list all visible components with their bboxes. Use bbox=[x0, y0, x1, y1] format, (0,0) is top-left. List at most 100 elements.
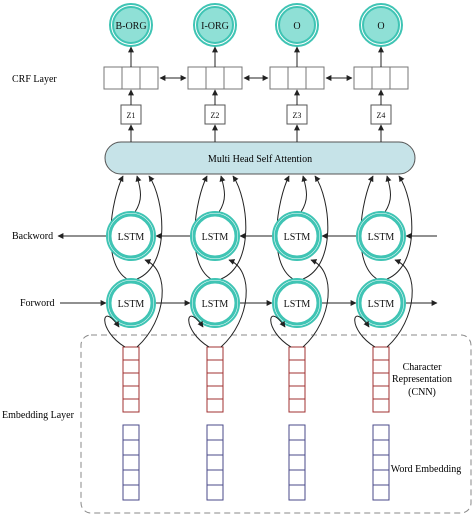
embedding-to-backward-lstm-arrow bbox=[386, 259, 413, 348]
embedding-to-forward-lstm-arrow bbox=[104, 315, 126, 348]
attention-layer bbox=[104, 141, 416, 175]
forward-lstm-4 bbox=[358, 280, 404, 326]
forward-lstm-up-arrow bbox=[386, 175, 413, 280]
tag-circle-4 bbox=[362, 6, 400, 44]
char-embedding-cell bbox=[372, 398, 390, 413]
backward-lstm-to-attention-arrow bbox=[300, 175, 308, 213]
word-embedding-cell bbox=[206, 469, 224, 486]
word-embedding-cell bbox=[288, 454, 306, 471]
tag-label-3: O bbox=[293, 21, 300, 32]
char-embedding-cell bbox=[372, 385, 390, 400]
word-embedding-cell bbox=[122, 484, 140, 501]
word-embedding-cell bbox=[206, 484, 224, 501]
tag-circle-1 bbox=[112, 6, 150, 44]
char-embedding-cell bbox=[122, 385, 140, 400]
backward-lstm-label-3: LSTM bbox=[284, 232, 311, 243]
backward-lstm-1 bbox=[108, 213, 154, 259]
word-embedding-cell bbox=[372, 469, 390, 486]
forward-lstm-1 bbox=[108, 280, 154, 326]
backward-lstm-to-attention-arrow bbox=[134, 175, 142, 213]
char-embedding-cell bbox=[122, 372, 140, 387]
attention-label: Multi Head Self Attention bbox=[208, 154, 312, 165]
word-embedding-cell bbox=[288, 439, 306, 456]
word-embedding-cell bbox=[372, 439, 390, 456]
crf-box-4 bbox=[353, 66, 409, 90]
crf-box-3 bbox=[269, 66, 325, 90]
forward-lstm-label-3: LSTM bbox=[284, 299, 311, 310]
char-embedding-cell bbox=[122, 359, 140, 374]
char-embedding-cell bbox=[288, 385, 306, 400]
char-embedding-cell bbox=[288, 398, 306, 413]
backward-lstm-label-1: LSTM bbox=[118, 232, 145, 243]
word-embedding-cell bbox=[122, 469, 140, 486]
char-embedding-cell bbox=[288, 359, 306, 374]
forward-lstm-up-arrow bbox=[136, 175, 163, 280]
backward-lstm-3 bbox=[274, 213, 320, 259]
forward-lstm-label-4: LSTM bbox=[368, 299, 395, 310]
word-embedding-cell bbox=[288, 469, 306, 486]
character-representation-label-line3: (CNN) bbox=[408, 387, 436, 398]
char-embedding-cell bbox=[372, 372, 390, 387]
word-embedding-cell bbox=[206, 439, 224, 456]
backword-label: Backword bbox=[12, 231, 53, 242]
z-label-4: Z4 bbox=[377, 111, 386, 120]
word-embedding-label: Word Embedding bbox=[391, 464, 462, 475]
char-embedding-cell bbox=[122, 398, 140, 413]
char-embedding-cell bbox=[288, 372, 306, 387]
forward-lstm-up-arrow bbox=[220, 175, 247, 280]
word-embedding-cell bbox=[288, 424, 306, 441]
tag-label-1: B-ORG bbox=[115, 21, 146, 32]
word-embedding-cell bbox=[122, 424, 140, 441]
word-embedding-cell bbox=[122, 439, 140, 456]
forward-lstm-label-1: LSTM bbox=[118, 299, 145, 310]
char-embedding-cell bbox=[288, 346, 306, 361]
crf-layer-label: CRF Layer bbox=[12, 74, 57, 85]
word-embedding-cell bbox=[206, 424, 224, 441]
embedding-to-backward-lstm-arrow bbox=[220, 259, 247, 348]
embedding-to-forward-lstm-arrow bbox=[354, 315, 376, 348]
tag-label-4: O bbox=[377, 21, 384, 32]
z-label-1: Z1 bbox=[127, 111, 136, 120]
char-embedding-cell bbox=[122, 346, 140, 361]
char-embedding-cell bbox=[372, 346, 390, 361]
char-embedding-cell bbox=[206, 398, 224, 413]
char-embedding-cell bbox=[206, 385, 224, 400]
embedding-layer-box bbox=[80, 334, 472, 514]
tag-circle-2 bbox=[196, 6, 234, 44]
embedding-to-forward-lstm-arrow bbox=[270, 315, 292, 348]
backward-lstm-to-attention-arrow bbox=[218, 175, 226, 213]
embedding-to-forward-lstm-arrow bbox=[188, 315, 210, 348]
embedding-layer-label: Embedding Layer bbox=[2, 410, 75, 421]
backward-lstm-4 bbox=[358, 213, 404, 259]
word-embedding-cell bbox=[288, 484, 306, 501]
forward-lstm-2 bbox=[192, 280, 238, 326]
tag-label-2: I-ORG bbox=[201, 21, 229, 32]
char-embedding-cell bbox=[372, 359, 390, 374]
character-representation-label-line2: Representation bbox=[392, 374, 452, 385]
char-embedding-cell bbox=[206, 359, 224, 374]
tag-circle-3 bbox=[278, 6, 316, 44]
word-embedding-cell bbox=[372, 424, 390, 441]
backward-lstm-2 bbox=[192, 213, 238, 259]
word-embedding-cell bbox=[372, 484, 390, 501]
word-embedding-cell bbox=[122, 454, 140, 471]
backward-lstm-to-attention-arrow bbox=[384, 175, 392, 213]
word-embedding-cell bbox=[372, 454, 390, 471]
character-representation-label-line1: Character bbox=[403, 362, 443, 373]
crf-box-2 bbox=[187, 66, 243, 90]
forward-lstm-label-2: LSTM bbox=[202, 299, 229, 310]
z-label-3: Z3 bbox=[293, 111, 302, 120]
char-embedding-cell bbox=[206, 346, 224, 361]
embedding-to-backward-lstm-arrow bbox=[136, 259, 163, 348]
char-embedding-cell bbox=[206, 372, 224, 387]
forward-lstm-up-arrow bbox=[302, 175, 329, 280]
forward-lstm-3 bbox=[274, 280, 320, 326]
embedding-to-backward-lstm-arrow bbox=[302, 259, 329, 348]
word-embedding-cell bbox=[206, 454, 224, 471]
backward-lstm-label-4: LSTM bbox=[368, 232, 395, 243]
forword-label: Forword bbox=[20, 298, 54, 309]
backward-lstm-label-2: LSTM bbox=[202, 232, 229, 243]
z-label-2: Z2 bbox=[211, 111, 220, 120]
crf-box-1 bbox=[103, 66, 159, 90]
